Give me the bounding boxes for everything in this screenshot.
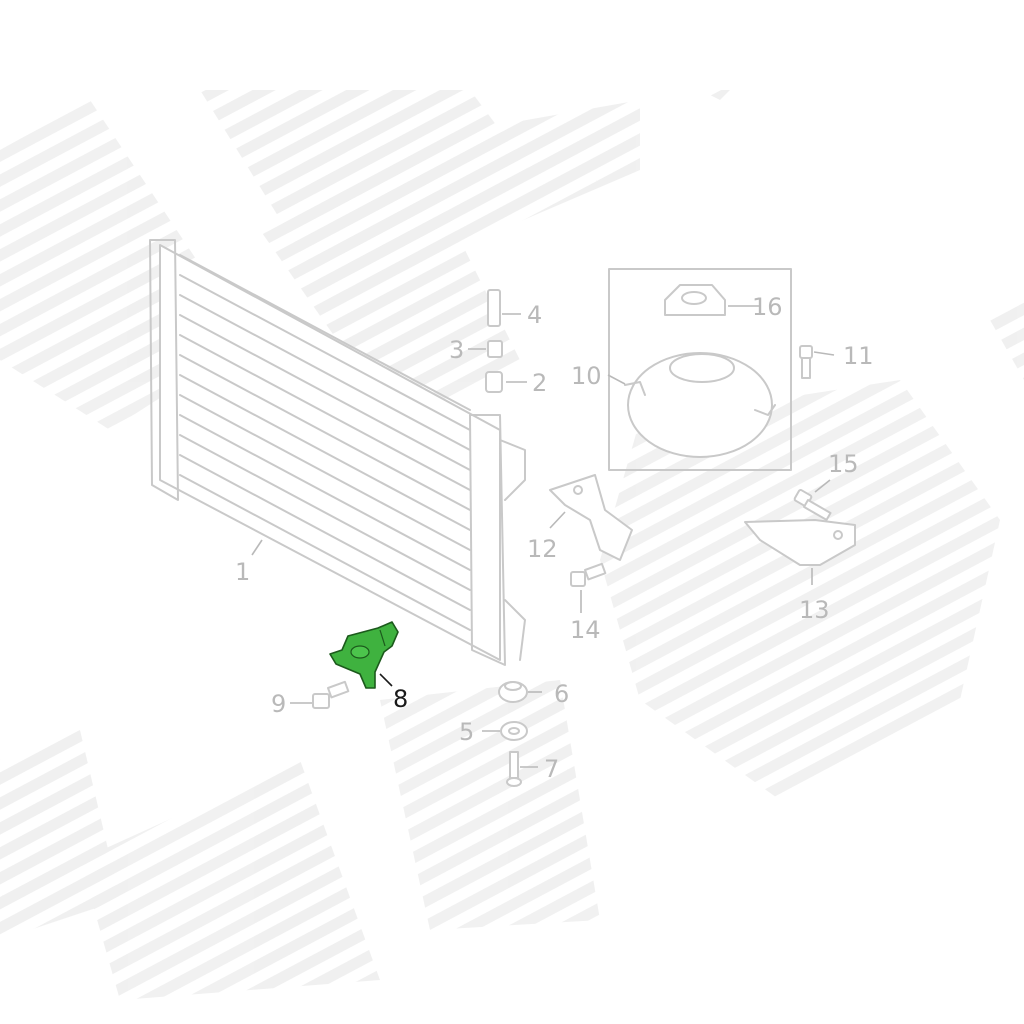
callout-5: 5 bbox=[459, 718, 474, 746]
bolt-part-9[interactable] bbox=[312, 680, 350, 709]
callout-15: 15 bbox=[828, 450, 859, 478]
clip-part-2[interactable] bbox=[485, 371, 503, 393]
bolt-part-14[interactable] bbox=[570, 562, 607, 587]
leader-lines bbox=[251, 305, 835, 768]
callout-13: 13 bbox=[799, 596, 830, 624]
callout-2: 2 bbox=[532, 369, 547, 397]
callout-8: 8 bbox=[393, 685, 408, 713]
callout-14: 14 bbox=[570, 616, 601, 644]
clip-part-3[interactable] bbox=[487, 340, 503, 358]
bolt-part-7[interactable] bbox=[506, 751, 522, 787]
expansion-tank-group[interactable] bbox=[608, 268, 792, 471]
washer-part-5[interactable] bbox=[500, 721, 528, 741]
bolt-part-15[interactable] bbox=[793, 489, 832, 521]
callout-10: 10 bbox=[571, 362, 602, 390]
callout-7: 7 bbox=[544, 755, 559, 783]
bolt-part-11[interactable] bbox=[799, 345, 813, 379]
callout-16: 16 bbox=[752, 293, 783, 321]
callouts: 1 2 3 4 10 11 16 15 12 13 14 6 5 7 9 8 bbox=[235, 293, 874, 783]
radiator[interactable] bbox=[149, 239, 526, 666]
callout-12: 12 bbox=[527, 535, 558, 563]
callout-9: 9 bbox=[271, 690, 286, 718]
callout-1: 1 bbox=[235, 558, 250, 586]
callout-6: 6 bbox=[554, 680, 569, 708]
bracket-part-13[interactable] bbox=[744, 519, 856, 566]
pin-part-4[interactable] bbox=[487, 289, 501, 327]
grommet-part-6[interactable] bbox=[498, 681, 528, 703]
callout-4: 4 bbox=[527, 301, 542, 329]
watermark bbox=[0, 90, 1024, 1000]
callout-11: 11 bbox=[843, 342, 874, 370]
bracket-part-12[interactable] bbox=[549, 474, 633, 561]
highlighted-bracket-part-8[interactable] bbox=[329, 621, 399, 689]
callout-3: 3 bbox=[449, 336, 464, 364]
